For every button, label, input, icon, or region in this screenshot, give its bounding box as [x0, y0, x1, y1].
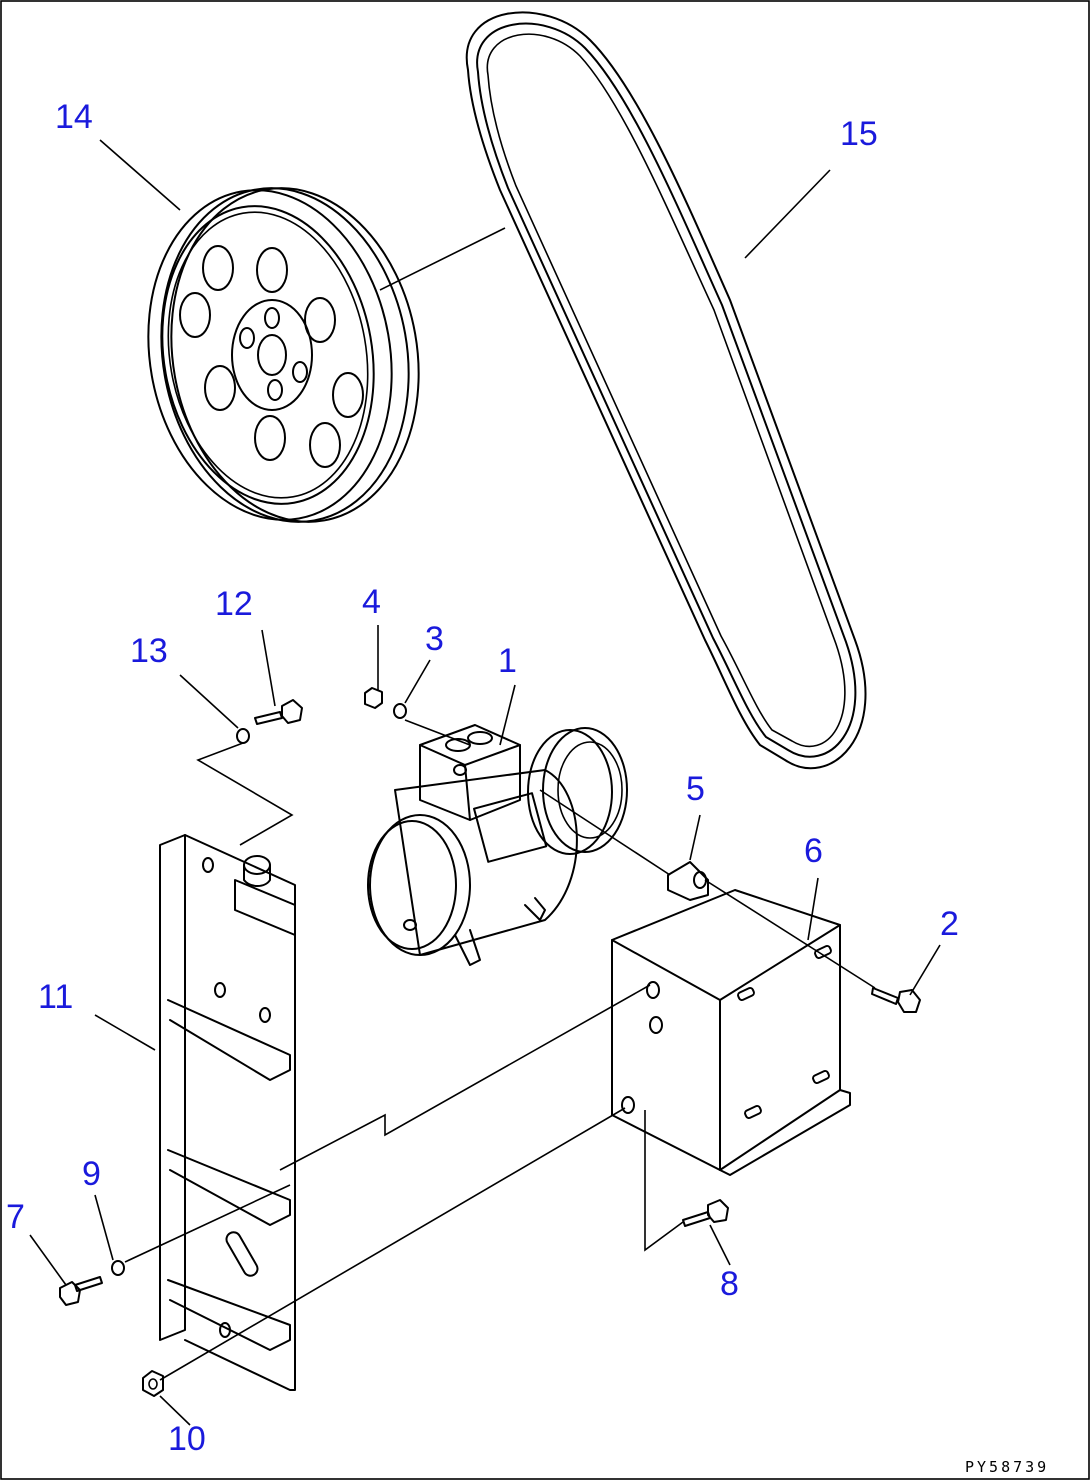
assembly-lines	[124, 227, 876, 1381]
part-14-pulley	[147, 187, 420, 523]
drawing-code: PY58739	[965, 1458, 1049, 1476]
callout-12: 12	[215, 585, 253, 623]
callout-1: 1	[498, 642, 517, 680]
callout-3: 3	[425, 620, 444, 658]
callout-15: 15	[840, 115, 878, 153]
callout-9: 9	[82, 1155, 101, 1193]
part-10-nut	[142, 1370, 164, 1397]
part-4-nut	[364, 687, 383, 709]
part-7-bolt	[59, 1276, 103, 1306]
callout-5: 5	[686, 770, 705, 808]
part-6-bracket	[611, 889, 851, 1176]
callout-6: 6	[804, 832, 823, 870]
part-8-bolt	[682, 1199, 729, 1227]
callout-7: 7	[6, 1198, 25, 1236]
callout-10: 10	[168, 1420, 206, 1458]
part-12-bolt	[254, 699, 303, 725]
part-15-belt	[465, 11, 867, 770]
part-2-bolt	[871, 987, 921, 1013]
callout-8: 8	[720, 1265, 739, 1303]
part-11-mounting-plate	[159, 834, 296, 1391]
callout-13: 13	[130, 632, 168, 670]
part-13-washer	[236, 728, 250, 744]
part-5-spacer	[667, 861, 709, 901]
callout-11: 11	[38, 978, 73, 1016]
part-9-washer	[111, 1260, 125, 1276]
callout-2: 2	[940, 905, 959, 943]
part-1-compressor	[367, 724, 628, 966]
callout-4: 4	[362, 583, 381, 621]
part-3-washer	[393, 703, 407, 719]
callout-14: 14	[55, 98, 93, 136]
callouts: 1 2 3 4 5 6 7 8 9 10 11 12 13 14 15	[6, 98, 959, 1458]
leader-lines	[29, 139, 941, 1426]
